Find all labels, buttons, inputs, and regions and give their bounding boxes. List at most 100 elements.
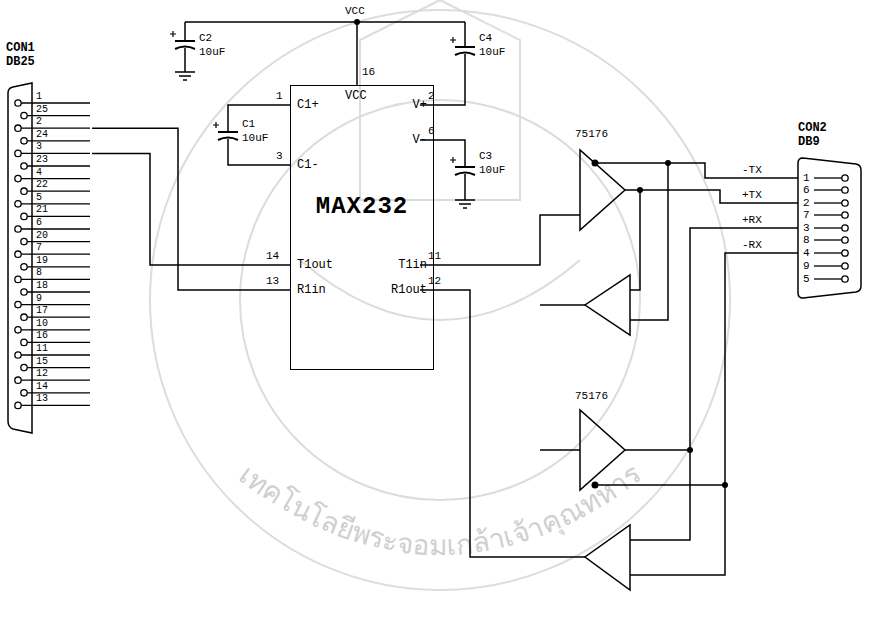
pin-terminal — [842, 187, 848, 193]
pin-line — [814, 189, 842, 190]
pin-name: V- — [413, 134, 427, 147]
pin-name: C1- — [297, 159, 319, 172]
signal-name: -RX — [742, 239, 762, 251]
pin-terminal — [15, 352, 21, 358]
capacitor-symbol — [450, 37, 475, 55]
ground-symbol — [455, 200, 475, 208]
pin-terminal — [842, 225, 848, 231]
pin-line — [27, 392, 90, 393]
pin-terminal — [842, 212, 848, 218]
pin-line — [27, 291, 90, 292]
pin-line — [27, 191, 90, 192]
pin-terminal — [21, 390, 27, 396]
component-label: C3 — [479, 150, 492, 162]
pin-number: 16 — [362, 66, 375, 78]
signal-name: -TX — [742, 164, 762, 176]
pin-number: 2 — [803, 197, 810, 209]
pin-number: 24 — [36, 129, 48, 140]
pin-name: C1+ — [297, 99, 319, 112]
pin-number: 3 — [803, 222, 810, 234]
pin-terminal — [21, 264, 27, 270]
pin-number: 8 — [36, 267, 42, 278]
component-label: 10uF — [242, 132, 268, 144]
pin-number: 1 — [803, 172, 810, 184]
pin-terminal — [15, 377, 21, 383]
pin-terminal — [15, 125, 21, 131]
component-label: 10uF — [199, 46, 225, 58]
pin-terminal — [15, 251, 21, 257]
pin-number: 16 — [36, 330, 48, 341]
part-number: 75176 — [575, 390, 608, 402]
pin-number: 8 — [803, 234, 810, 246]
pin-terminal — [21, 339, 27, 345]
watermark-text-holder: เทคโนโลยีพระจอมเกล้าเจ้าคุณทหาร — [233, 458, 648, 562]
pin-terminal — [15, 276, 21, 282]
pin-number: 19 — [36, 255, 48, 266]
pin-number: 14 — [266, 250, 279, 262]
pin-terminal — [842, 200, 848, 206]
chip-name: MAX232 — [291, 194, 433, 220]
connector-name: DB25 — [6, 56, 35, 69]
pin-number: 2 — [428, 90, 435, 102]
pin-number: 22 — [36, 179, 48, 190]
pin-line — [814, 227, 842, 228]
pin-terminal — [842, 276, 848, 282]
pin-number: 10 — [36, 318, 48, 329]
pin-line — [814, 177, 842, 178]
pin-terminal — [15, 402, 21, 408]
connector-name: CON1 — [6, 42, 35, 55]
pin-terminal — [15, 150, 21, 156]
pin-terminal — [21, 289, 27, 295]
pin-number: 7 — [36, 242, 42, 253]
pin-number: 7 — [803, 209, 810, 221]
pin-terminal — [21, 238, 27, 244]
part-number: 75176 — [575, 128, 608, 140]
pin-line — [814, 202, 842, 203]
db9-pin-lines — [814, 175, 848, 282]
pin-number: 9 — [803, 260, 810, 272]
signal-wire — [92, 153, 290, 265]
pin-terminal — [21, 138, 27, 144]
pin-name: V+ — [413, 99, 427, 112]
pin-number: 5 — [36, 192, 42, 203]
pin-number: 11 — [428, 250, 441, 262]
pin-number: 23 — [36, 154, 48, 165]
pin-terminal — [21, 314, 27, 320]
transceiver-symbols — [580, 150, 630, 590]
pin-number: 4 — [36, 167, 42, 178]
supply-label: VCC — [345, 5, 365, 17]
pin-number: 1 — [36, 91, 42, 102]
pin-terminal — [15, 327, 21, 333]
pin-number: 6 — [428, 125, 435, 137]
pin-number: 15 — [36, 356, 48, 367]
connector-name: CON2 — [798, 122, 827, 135]
pin-line — [27, 165, 90, 166]
pin-number: 17 — [36, 305, 48, 316]
ic-box: MAX232C1+VCCV+C1-V-T1outT1inR1inR1out — [290, 85, 434, 370]
component-label: C2 — [199, 32, 212, 44]
pin-terminal — [21, 163, 27, 169]
pin-number: 3 — [36, 141, 42, 152]
pin-number: 11 — [36, 343, 48, 354]
pin-number: 18 — [36, 280, 48, 291]
pin-number: 9 — [36, 293, 42, 304]
pin-name: T1out — [297, 259, 333, 272]
pin-line — [27, 140, 90, 141]
pin-line — [814, 239, 842, 240]
watermark-text: เทคโนโลยีพระจอมเกล้าเจ้าคุณทหาร — [233, 458, 648, 562]
pin-number: 4 — [803, 247, 810, 259]
pin-line — [27, 367, 90, 368]
pin-name: R1in — [297, 284, 326, 297]
connector-name: DB9 — [798, 136, 820, 149]
pin-terminal — [21, 188, 27, 194]
pin-terminal — [15, 201, 21, 207]
signal-wire — [92, 128, 290, 290]
pin-name: VCC — [345, 90, 367, 103]
db25-pin-lines — [15, 100, 90, 409]
pin-number: 3 — [276, 150, 283, 162]
pin-number: 5 — [803, 273, 810, 285]
pin-number: 20 — [36, 230, 48, 241]
